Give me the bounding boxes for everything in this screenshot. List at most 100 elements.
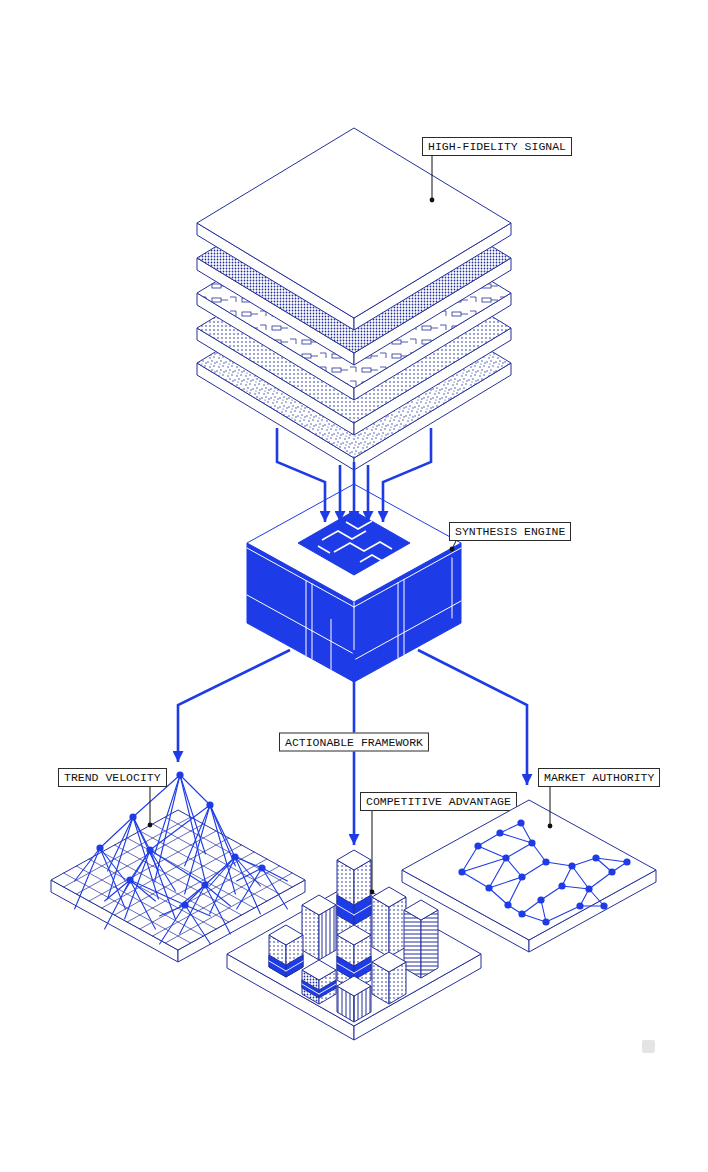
peak-line <box>105 880 130 901</box>
building-top <box>337 925 371 945</box>
band-line <box>337 963 354 973</box>
peak-line <box>105 880 130 929</box>
peak-line <box>125 850 150 919</box>
engine-cube: SYNTHESIS ENGINE <box>246 522 462 650</box>
peak-line <box>235 857 260 886</box>
node-illustration <box>402 787 656 952</box>
engine-top <box>247 484 461 602</box>
building-top <box>404 900 438 920</box>
leader-dot <box>450 547 455 552</box>
network-link <box>546 862 572 866</box>
peak-line <box>180 885 205 934</box>
network-dot <box>496 829 503 836</box>
flow-arrow <box>353 462 356 522</box>
band-line <box>354 905 371 915</box>
peak-line <box>75 848 100 909</box>
network-dot <box>558 882 565 889</box>
peak-line <box>262 868 287 881</box>
band-line <box>354 963 371 973</box>
network-link <box>462 872 489 888</box>
network-link <box>596 858 627 862</box>
peak-link <box>185 885 205 905</box>
network-dot <box>542 858 549 865</box>
peak-link <box>130 880 185 905</box>
peak-line <box>180 775 205 854</box>
peak-dot <box>231 853 238 860</box>
network-dot <box>585 885 592 892</box>
network-link <box>506 858 522 877</box>
chip-trace <box>334 542 392 552</box>
network-link <box>506 843 532 858</box>
building-band <box>302 980 319 998</box>
peak-link <box>205 857 235 885</box>
chip-trace <box>322 531 366 540</box>
building-face-base <box>404 910 421 978</box>
network-dot <box>600 902 607 909</box>
node-illustration <box>227 811 481 1040</box>
building-band <box>269 955 286 977</box>
network-dot <box>537 896 544 903</box>
network-dot <box>518 910 525 917</box>
peak-link <box>150 850 205 885</box>
engine-seam <box>312 584 313 659</box>
callout-label: TREND VELOCITY <box>58 768 167 787</box>
building-top <box>337 976 371 996</box>
engine-seam <box>354 548 461 607</box>
network-dot <box>458 868 465 875</box>
band-line <box>337 905 354 915</box>
band-line <box>319 984 336 994</box>
network-dot <box>517 819 524 826</box>
peak-line <box>130 880 155 901</box>
engine-seam <box>404 579 405 654</box>
node-illustration <box>247 484 461 682</box>
network-dot <box>592 854 599 861</box>
building-band <box>286 955 303 977</box>
engine-seam <box>354 602 355 682</box>
leader-dot <box>548 824 553 829</box>
peak-line <box>75 848 100 881</box>
engine-seam <box>452 558 453 618</box>
callout-label: COMPETITIVE ADVANTAGE <box>360 792 517 811</box>
leader-line <box>432 156 433 200</box>
node-shape <box>246 522 462 650</box>
peak-dot <box>146 846 153 853</box>
authority-plate: MARKET AUTHORITY <box>400 785 658 965</box>
node-illustration <box>197 128 511 470</box>
network-link <box>572 858 596 866</box>
building-top <box>337 850 371 870</box>
peak-line <box>210 857 235 886</box>
watermark-mark <box>642 1040 655 1053</box>
peak-line <box>210 857 235 914</box>
peak-line <box>150 850 175 891</box>
network-link <box>489 888 508 905</box>
building-face <box>421 910 438 978</box>
grid-line <box>140 859 267 929</box>
building-face-base <box>421 910 438 978</box>
building-band <box>354 956 371 980</box>
network-dot <box>502 854 509 861</box>
network-link <box>522 862 546 877</box>
network-link <box>478 833 500 846</box>
building-top <box>302 960 336 980</box>
network-dot <box>608 868 615 875</box>
leader-line <box>150 787 151 825</box>
chip-trace <box>318 546 330 553</box>
peak-line <box>237 868 262 909</box>
peak-line <box>100 848 125 881</box>
flow-arrow <box>178 650 290 762</box>
building-band <box>354 895 371 925</box>
node-shape <box>400 785 658 965</box>
grid-line <box>102 852 229 922</box>
leader-dot <box>148 823 153 828</box>
peak-dot <box>96 844 103 851</box>
peak-line <box>262 868 287 909</box>
band-line <box>302 984 319 994</box>
network-link <box>589 872 612 889</box>
engine-seam <box>331 619 332 669</box>
network-dot <box>485 884 492 891</box>
building-face <box>404 910 421 978</box>
engine-seam <box>306 581 307 656</box>
engine-seam <box>354 601 461 660</box>
leader-dot <box>370 890 375 895</box>
